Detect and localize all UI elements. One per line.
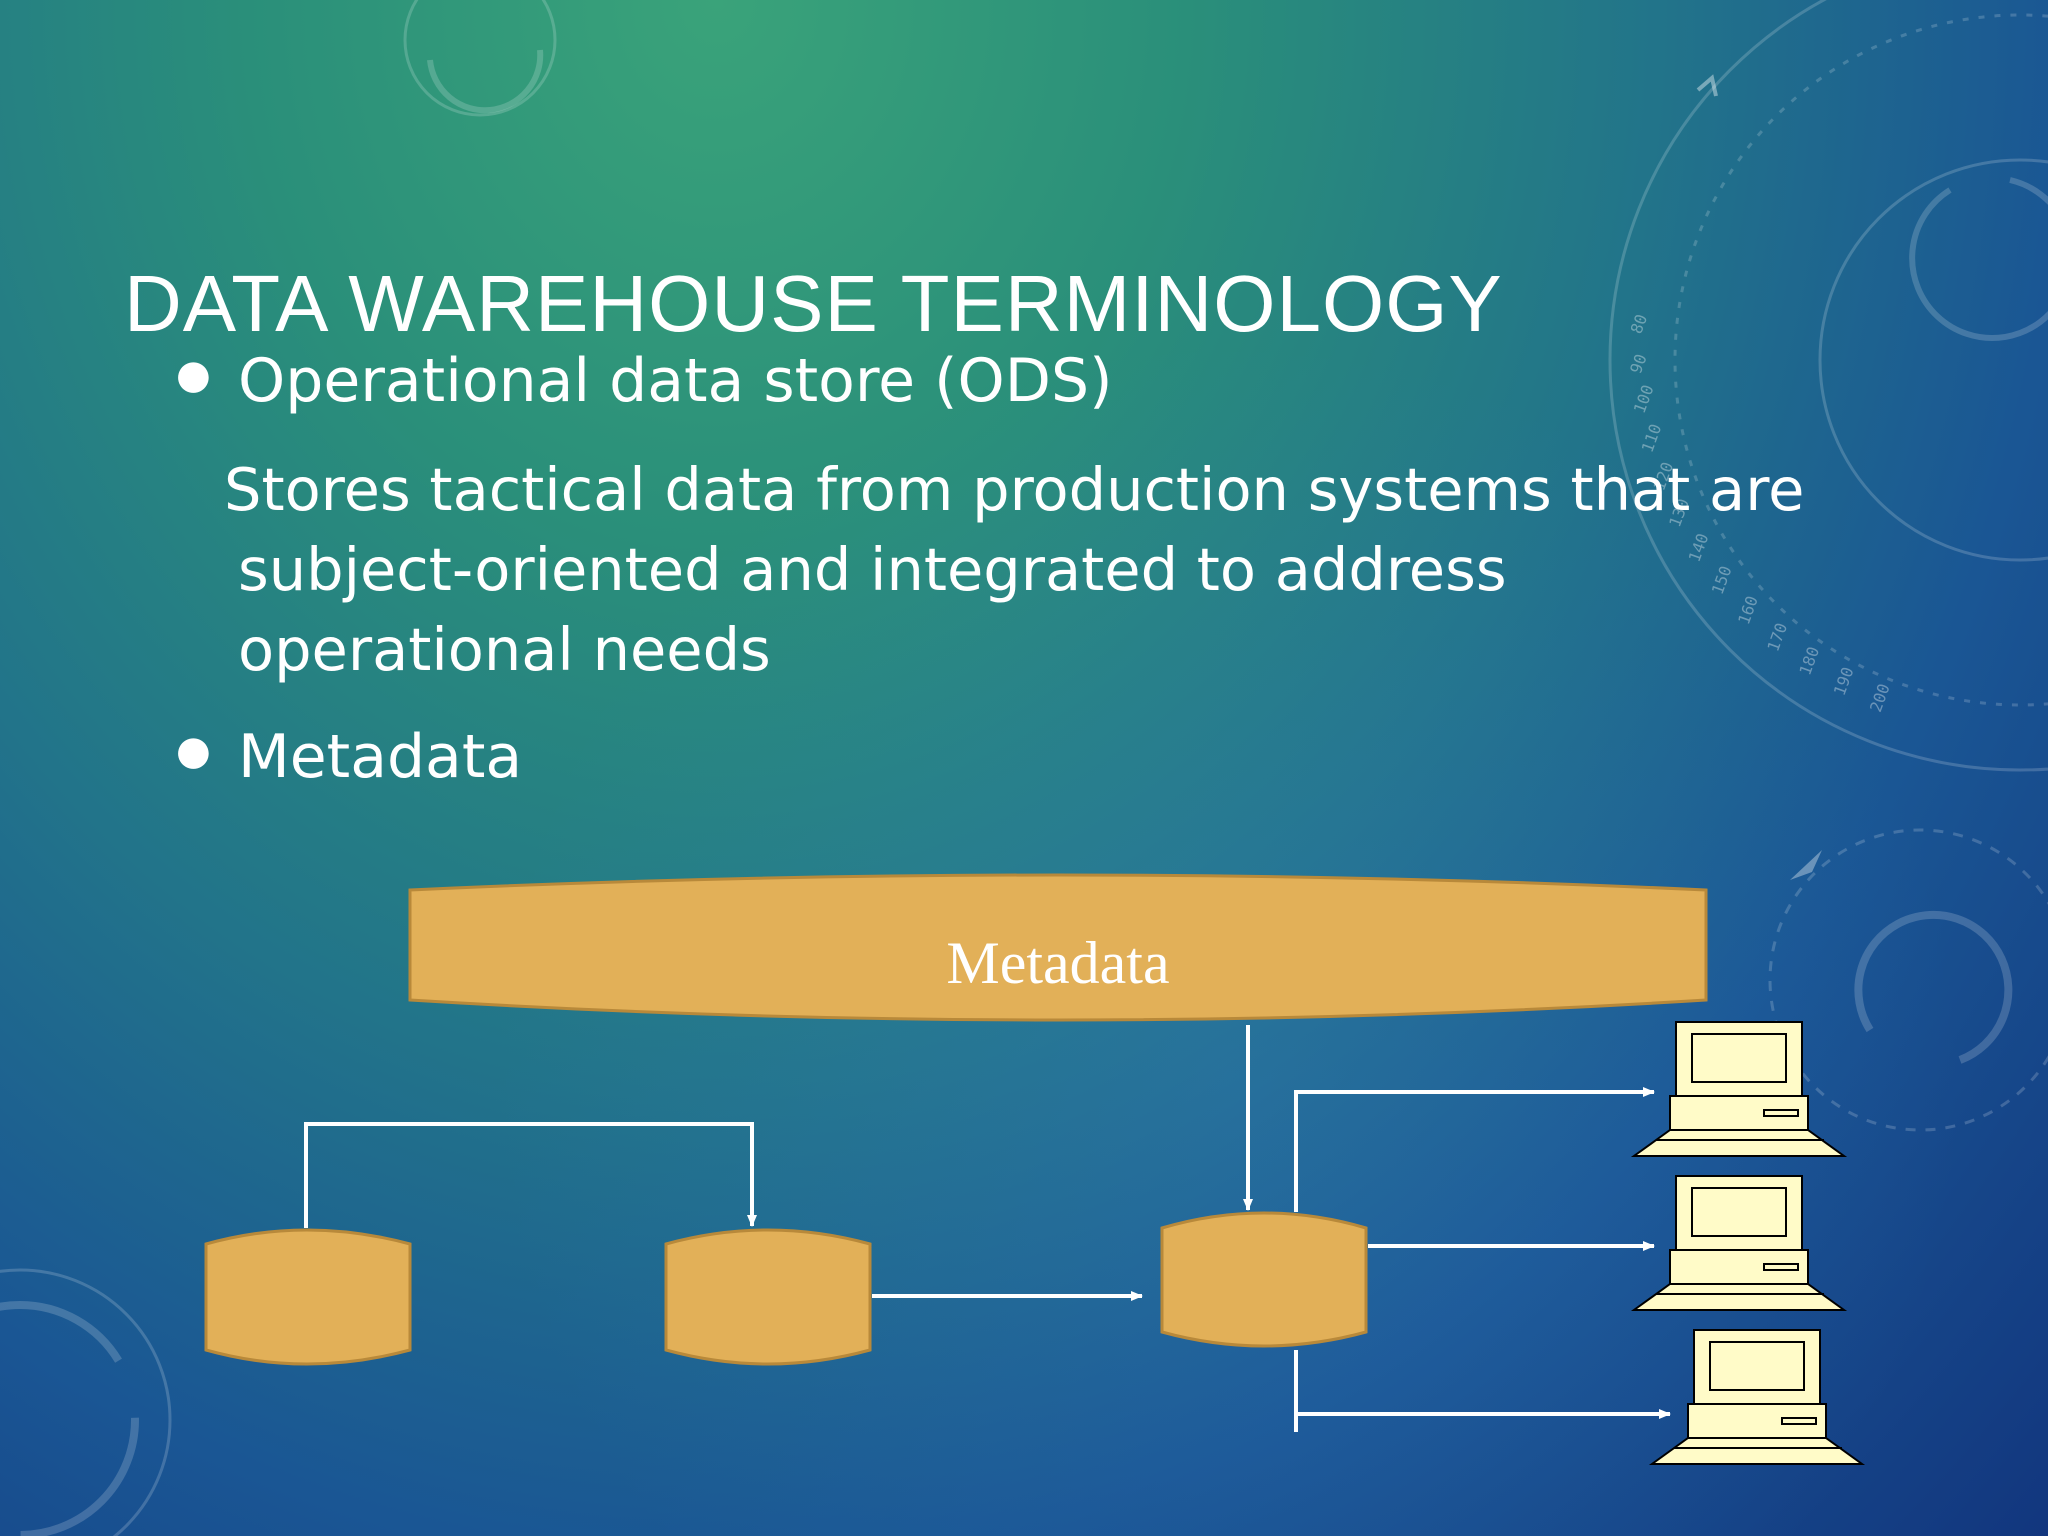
staging-database-cylinder [664, 1228, 872, 1366]
slide-title: DATA WAREHOUSE TERMINOLOGY [124, 259, 1503, 348]
dial-ring [1608, 0, 2048, 772]
bullet-metadata-label: Metadata [238, 722, 523, 792]
dial-ring-top [403, 0, 557, 117]
metadata-banner: Metadata [408, 873, 1708, 1022]
dial-ring-inner [1818, 158, 2048, 562]
bullet-dot: ● [176, 728, 211, 774]
source-database-cylinder [204, 1228, 412, 1366]
dial-ring-lower [1768, 828, 2048, 1132]
dial-pointer-icon [1696, 74, 1718, 97]
arrow-source-to-staging [304, 1122, 757, 1228]
warehouse-database-cylinder [1160, 1211, 1368, 1348]
ods-description-line-3: operational needs [238, 615, 771, 684]
dial-ring-left [0, 1268, 172, 1536]
metadata-banner-label: Metadata [946, 930, 1169, 996]
bullet-dot: ● [176, 352, 211, 398]
dial-arc-left [0, 1301, 139, 1536]
dial-arc-lower [1854, 910, 2013, 1064]
bullet-ods-label: Operational data store (ODS) [238, 346, 1113, 416]
client-computer-icon [1630, 1021, 1848, 1157]
dial-arc-top [427, 49, 544, 114]
client-computer-icon [1648, 1329, 1866, 1465]
client-computer-icon [1630, 1175, 1848, 1311]
ods-description-line-2: subject-oriented and integrated to addre… [238, 535, 1507, 604]
dial-pointer-icon [1790, 850, 1822, 880]
ods-description-line-1: Stores tactical data from production sys… [224, 455, 1805, 524]
dial-arc [1909, 177, 2048, 341]
arrow-to-computer-1 [1294, 1087, 1655, 1212]
